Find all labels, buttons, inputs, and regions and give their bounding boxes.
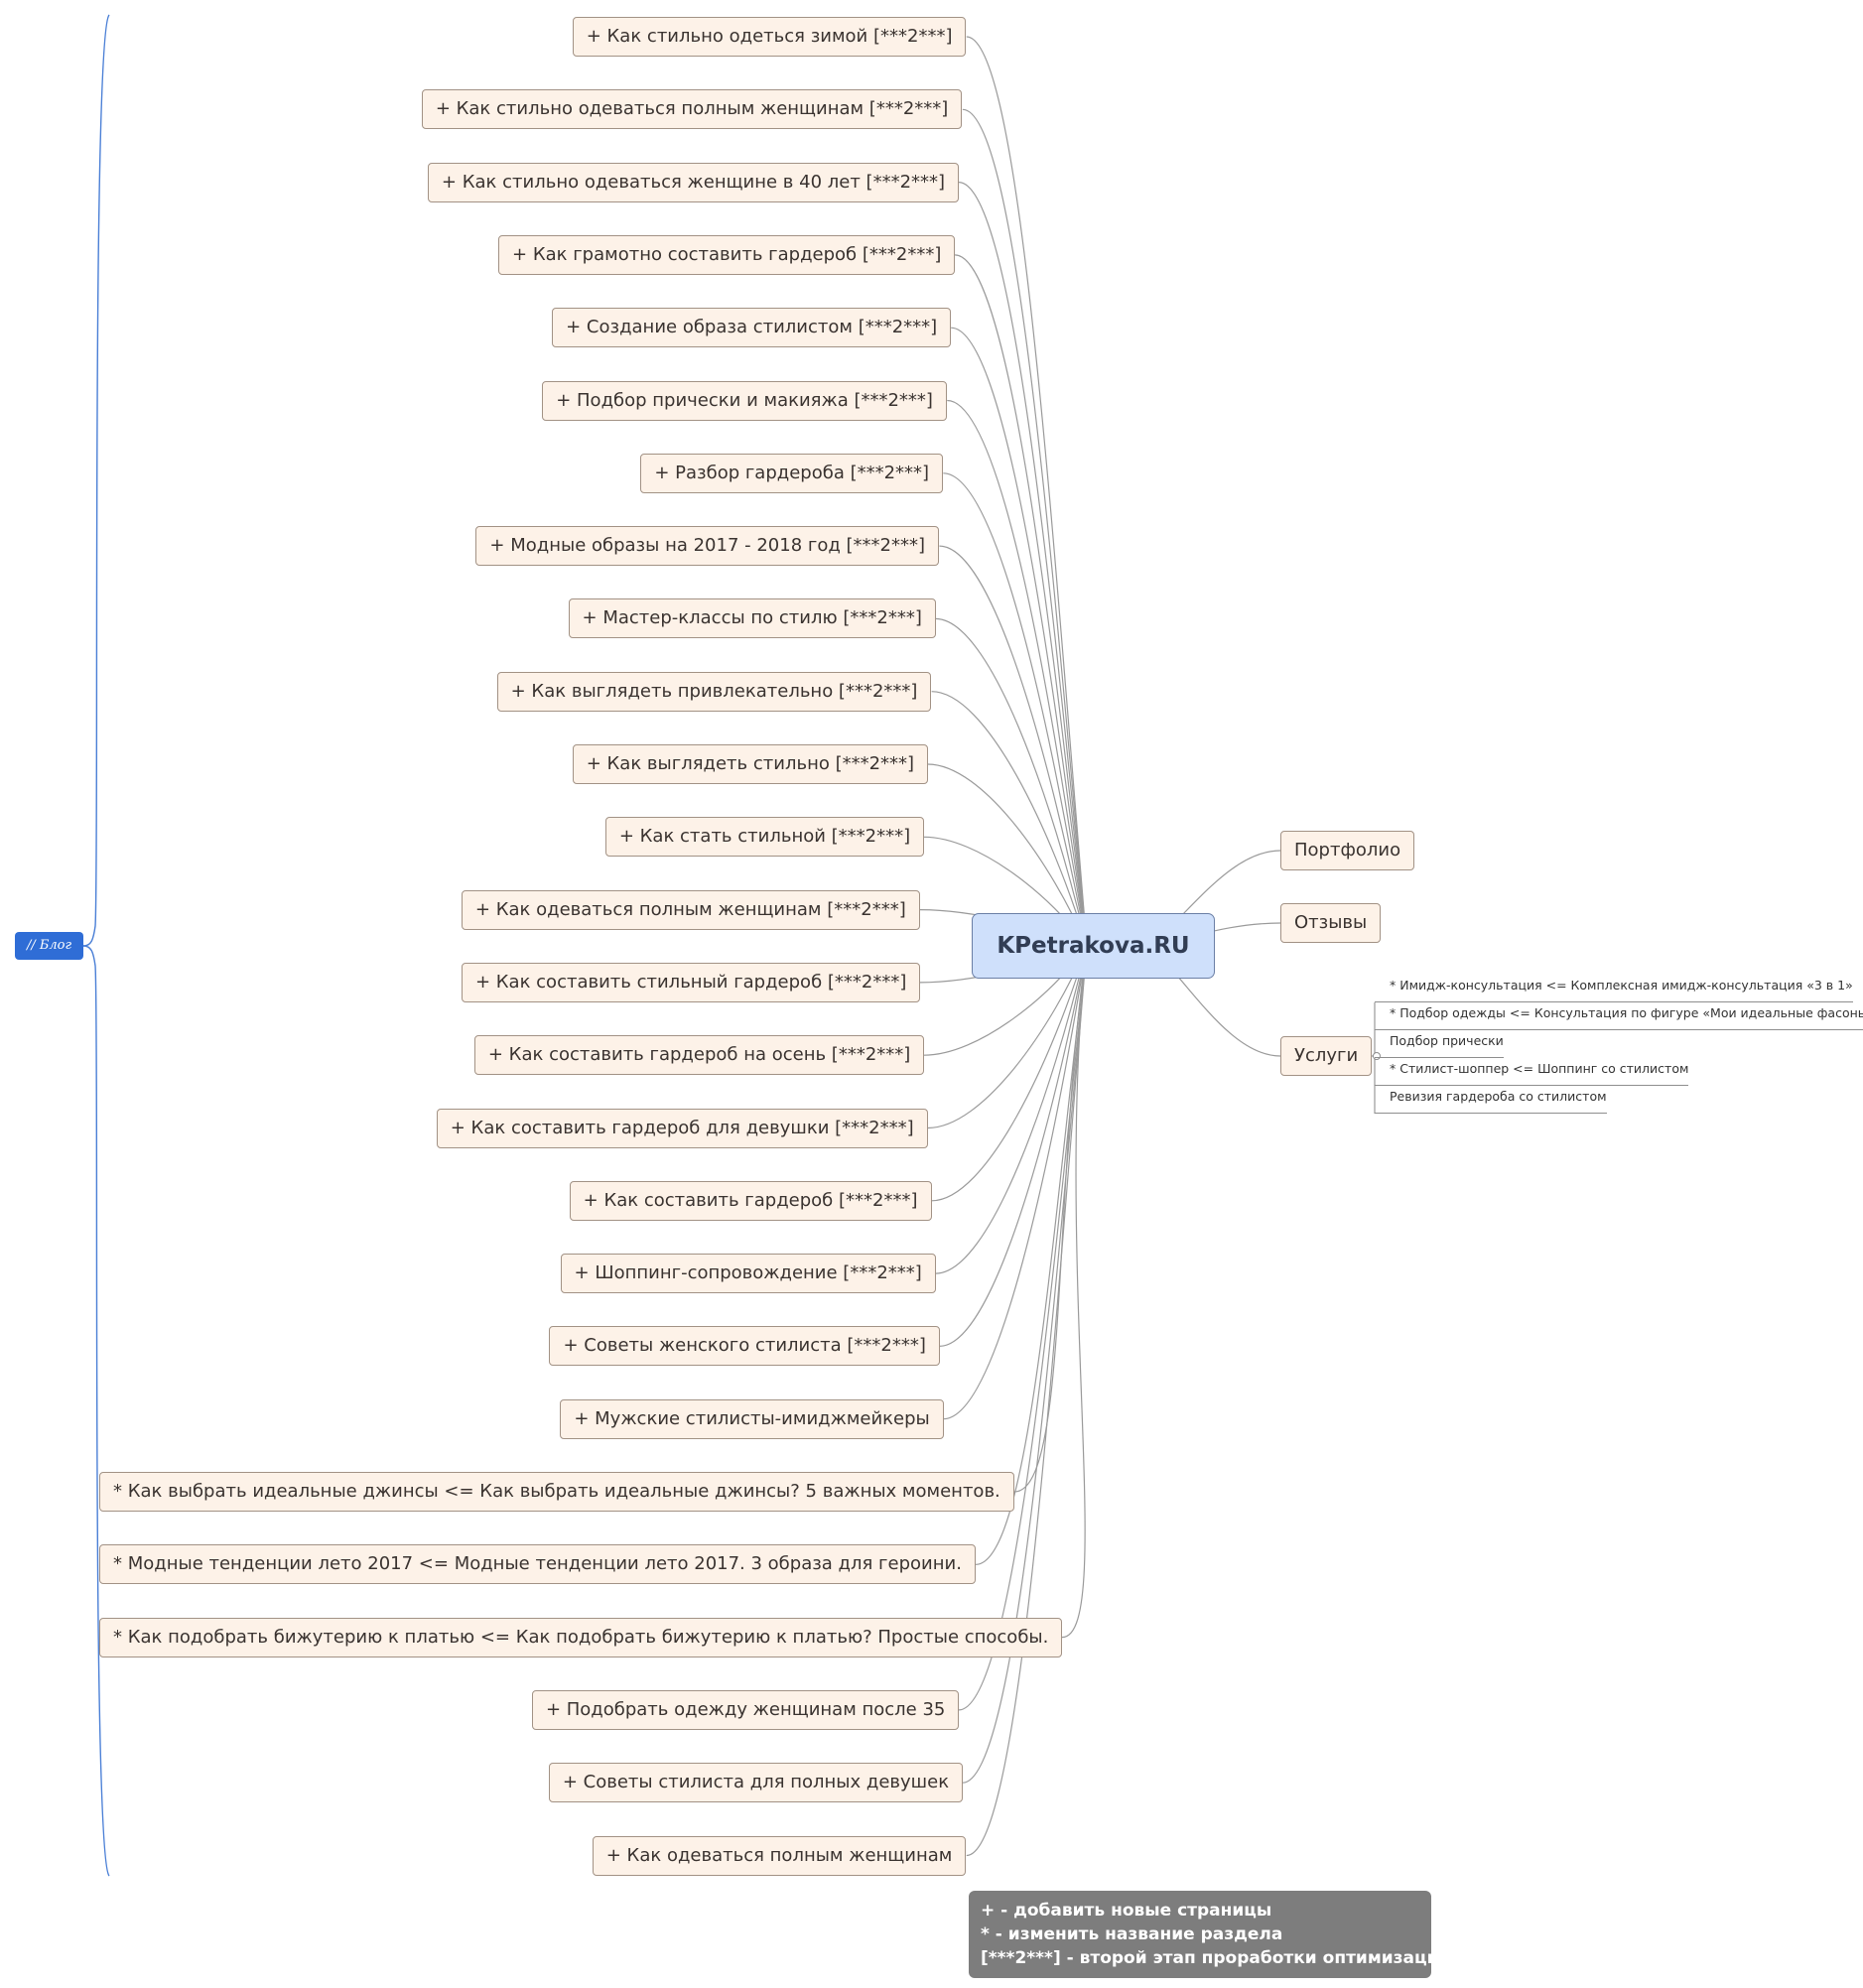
connector-line xyxy=(939,945,1088,1347)
connector-line xyxy=(943,472,1088,947)
node-portfolio[interactable]: Портфолио xyxy=(1280,831,1415,870)
connector-line xyxy=(931,691,1088,947)
connector-line xyxy=(962,108,1088,947)
connector-line xyxy=(935,617,1088,947)
connector-line xyxy=(958,182,1088,947)
blog-topic-node[interactable]: + Как стильно одеться зимой [***2***] xyxy=(572,17,967,57)
blog-topic-node[interactable]: + Как одеваться полным женщинам xyxy=(592,1835,967,1876)
connector-line xyxy=(958,945,1088,1711)
services-subitem[interactable]: Подбор прически xyxy=(1375,1030,1504,1058)
services-subitem[interactable]: * Стилист-шоппер <= Шоппинг со стилистом xyxy=(1375,1058,1689,1086)
legend-line-stage2: [***2***] - второй этап проработки оптим… xyxy=(981,1948,1451,1968)
blog-topic-node[interactable]: + Как грамотно составить гардероб [***2*… xyxy=(498,234,956,275)
connector-line xyxy=(82,14,110,947)
blog-topic-node[interactable]: + Как составить гардероб [***2***] xyxy=(569,1180,932,1221)
blog-tag[interactable]: // Блог xyxy=(15,932,83,960)
blog-topic-node[interactable]: + Шоппинг-сопровождение [***2***] xyxy=(560,1254,936,1294)
connector-line xyxy=(966,36,1088,947)
blog-topic-node[interactable]: + Как стильно одеваться женщине в 40 лет… xyxy=(427,162,960,202)
blog-topic-node[interactable]: + Создание образа стилистом [***2***] xyxy=(552,308,952,348)
blog-topic-node[interactable]: + Как составить стильный гардероб [***2*… xyxy=(461,962,921,1002)
blog-topic-node[interactable]: + Модные образы на 2017 - 2018 год [***2… xyxy=(475,526,939,567)
legend-line-rename: * - изменить название раздела xyxy=(981,1924,1283,1944)
services-subitem[interactable]: * Подбор одежды <= Консультация по фигур… xyxy=(1375,1002,1863,1030)
connector-line xyxy=(82,945,110,1877)
services-subitem[interactable]: * Имидж-консультация <= Комплексная имид… xyxy=(1375,975,1853,1002)
connector-line xyxy=(962,945,1088,1784)
connector-line xyxy=(1013,945,1088,1493)
blog-topic-node[interactable]: + Как одеваться полным женщинам [***2***… xyxy=(461,889,920,930)
connector-line xyxy=(935,945,1088,1274)
blog-topic-node[interactable]: + Советы стилиста для полных девушек xyxy=(548,1763,964,1803)
legend-box: + - добавить новые страницы * - изменить… xyxy=(969,1891,1451,1978)
blog-topic-node[interactable]: + Как составить гардероб на осень [***2*… xyxy=(473,1035,925,1076)
blog-topic-node[interactable]: * Модные тенденции лето 2017 <= Модные т… xyxy=(99,1544,976,1585)
connector-line xyxy=(951,327,1088,947)
connector-line xyxy=(931,945,1088,1202)
blog-topic-node[interactable]: + Как стать стильной [***2***] xyxy=(604,817,925,858)
blog-topic-node[interactable]: + Подбор прически и макияжа [***2***] xyxy=(542,380,947,421)
blog-topic-node[interactable]: + Как выглядеть стильно [***2***] xyxy=(572,744,929,784)
node-services[interactable]: Услуги xyxy=(1280,1036,1373,1076)
blog-topic-node[interactable]: * Как подобрать бижутерию к платью <= Ка… xyxy=(99,1617,1063,1657)
node-reviews[interactable]: Отзывы xyxy=(1280,903,1382,943)
blog-topic-node[interactable]: + Как выглядеть привлекательно [***2***] xyxy=(496,671,932,712)
connector-line xyxy=(943,945,1088,1420)
connector-line xyxy=(939,545,1088,947)
legend-line-add: + - добавить новые страницы xyxy=(981,1901,1272,1921)
blog-topic-node[interactable]: + Подобрать одежду женщинам после 35 xyxy=(531,1689,960,1730)
blog-topic-node[interactable]: + Мужские стилисты-имиджмейкеры xyxy=(560,1398,944,1439)
blog-topic-node[interactable]: + Мастер-классы по стилю [***2***] xyxy=(568,598,936,639)
blog-topic-node[interactable]: + Разбор гардероба [***2***] xyxy=(640,453,944,493)
connector-line xyxy=(955,254,1088,947)
connector-line xyxy=(1061,945,1088,1639)
blog-topic-node[interactable]: * Как выбрать идеальные джинсы <= Как вы… xyxy=(99,1472,1014,1512)
connector-line xyxy=(947,399,1088,947)
blog-topic-node[interactable]: + Как составить гардероб для девушки [**… xyxy=(436,1108,928,1148)
blog-topic-node[interactable]: + Как стильно одеваться полным женщинам … xyxy=(421,89,963,130)
blog-topic-node[interactable]: + Советы женского стилиста [***2***] xyxy=(549,1326,940,1367)
root-node[interactable]: KPetrakova.RU xyxy=(972,913,1215,979)
services-subitem[interactable]: Ревизия гардероба со стилистом xyxy=(1375,1086,1607,1114)
connector-line xyxy=(966,945,1088,1857)
